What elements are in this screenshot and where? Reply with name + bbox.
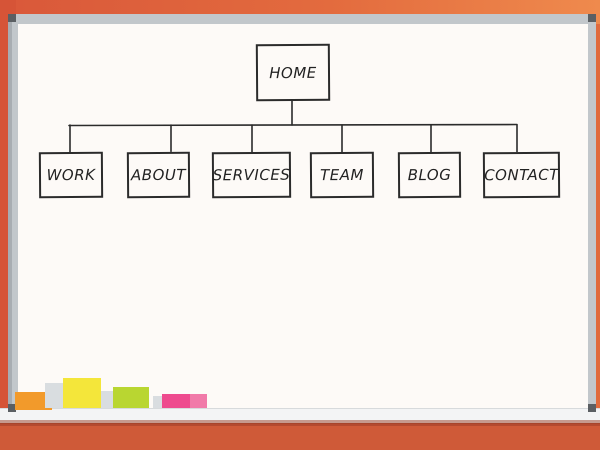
frame-corner-top-left	[8, 14, 16, 22]
sticky-note-light-pink	[190, 394, 207, 408]
node-about-label: ABOUT	[130, 165, 187, 185]
node-contact: CONTACT	[482, 151, 561, 199]
node-blog: BLOG	[397, 151, 462, 199]
sticky-note-gray-tiny	[153, 396, 163, 408]
whiteboard-frame-shadow	[8, 14, 12, 416]
frame-corner-top-right	[588, 14, 596, 22]
marker-tray	[0, 408, 600, 423]
node-services-label: SERVICES	[212, 165, 291, 185]
node-work: WORK	[38, 151, 104, 199]
sticky-note-gray-small	[101, 391, 115, 408]
node-about: ABOUT	[126, 151, 191, 199]
node-contact-label: CONTACT	[484, 165, 559, 185]
sticky-note-gray	[45, 383, 63, 408]
sticky-note-orange	[15, 392, 52, 410]
node-home-label: HOME	[269, 63, 317, 82]
node-services: SERVICES	[211, 151, 292, 199]
node-blog-label: BLOG	[407, 165, 452, 185]
node-team: TEAM	[309, 151, 375, 199]
node-work-label: WORK	[46, 165, 96, 185]
node-home: HOME	[255, 43, 331, 102]
sticky-note-green	[113, 387, 149, 408]
frame-corner-bottom-right	[588, 404, 596, 412]
horizontal-bus	[68, 123, 518, 127]
node-team-label: TEAM	[320, 165, 364, 185]
sticky-note-yellow	[63, 378, 101, 408]
frame-corner-bottom-left	[8, 404, 16, 412]
marker-tray-shadow	[0, 420, 600, 424]
sticky-note-pink	[162, 394, 190, 408]
